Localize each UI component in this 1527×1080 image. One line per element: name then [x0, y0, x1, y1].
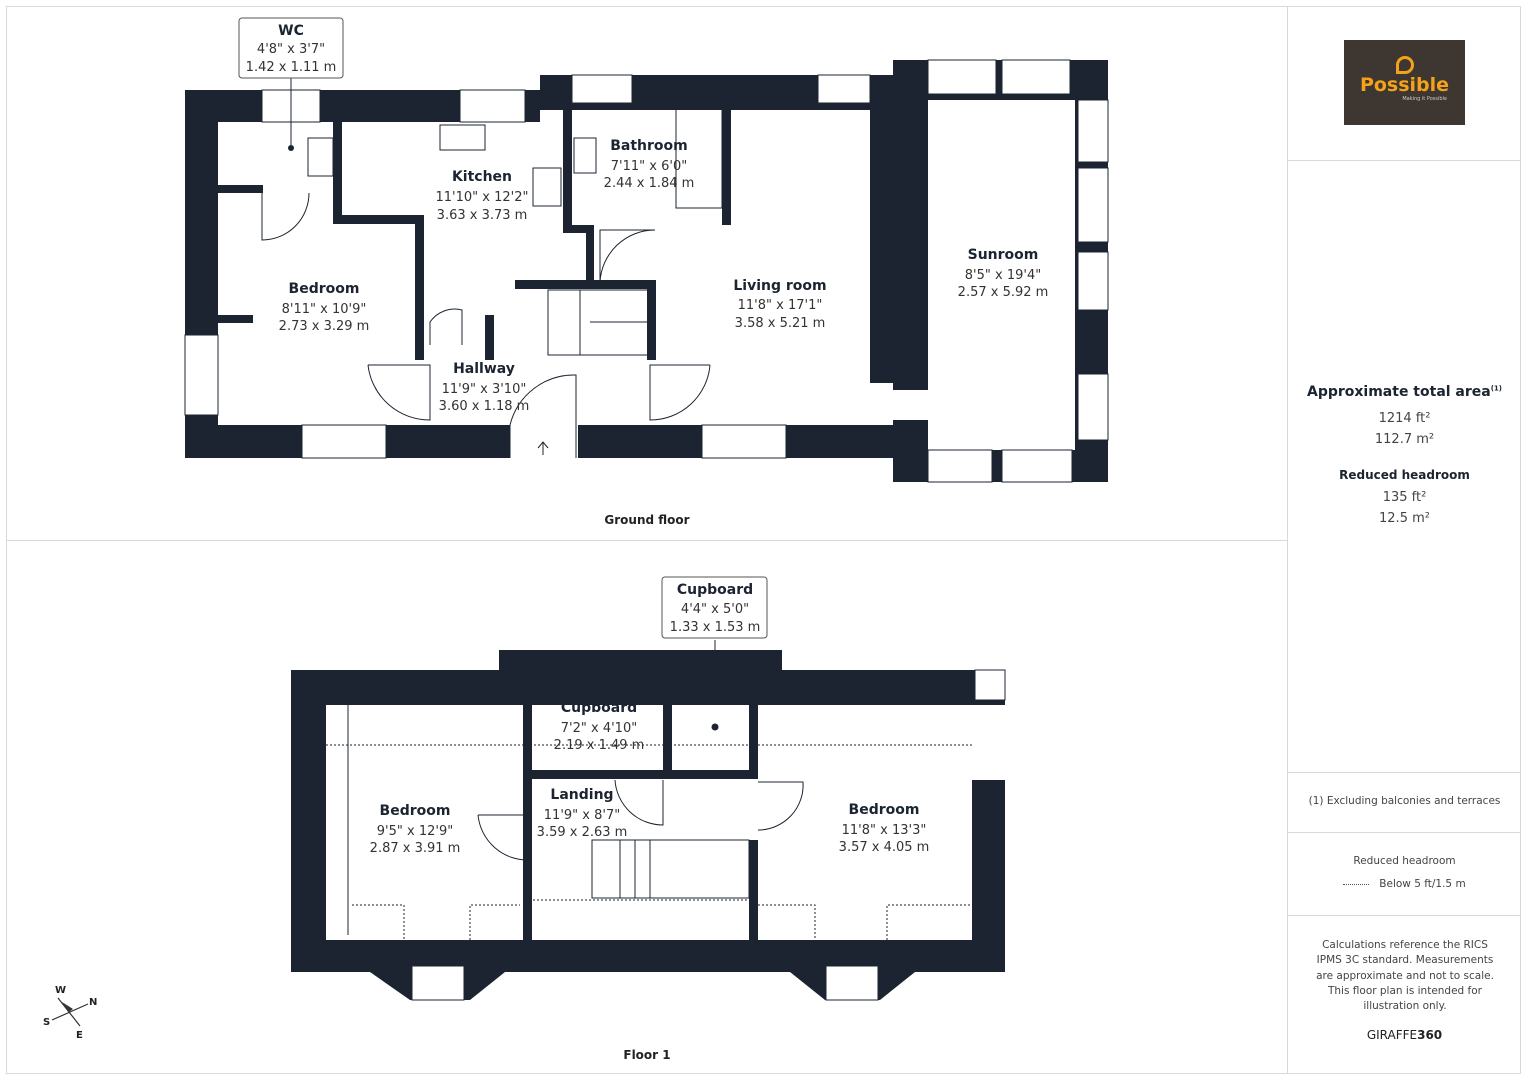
svg-text:9'5" x 12'9": 9'5" x 12'9" [377, 824, 453, 839]
room-label-living-room: Living room 11'8" x 17'1" 3.58 x 5.21 m [733, 278, 826, 331]
ground-floor-walls [184, 59, 1109, 483]
svg-text:7'2" x 4'10": 7'2" x 4'10" [561, 721, 637, 736]
room-label-bedroom-right: Bedroom 11'8" x 13'3" 3.57 x 4.05 m [839, 802, 930, 855]
legend-item: Below 5 ft/1.5 m [1288, 878, 1521, 890]
sidebar-divider-2 [1288, 772, 1521, 773]
total-area-ft: 1214 ft² [1378, 411, 1431, 426]
svg-text:E: E [76, 1030, 83, 1041]
svg-text:8'5" x 19'4": 8'5" x 19'4" [965, 268, 1041, 283]
room-label-landing: Landing 11'9" x 8'7" 3.59 x 2.63 m [537, 787, 628, 840]
svg-text:Kitchen: Kitchen [452, 169, 512, 185]
sidebar-divider-4 [1288, 915, 1521, 916]
svg-text:Bedroom: Bedroom [380, 803, 451, 819]
svg-text:2.44 x 1.84 m: 2.44 x 1.84 m [604, 176, 695, 191]
reduced-headroom-ft: 135 ft² [1382, 490, 1427, 505]
room-label-bathroom: Bathroom 7'11" x 6'0" 2.44 x 1.84 m [604, 138, 695, 191]
total-area-m: 112.7 m² [1374, 432, 1435, 447]
svg-text:S: S [43, 1017, 50, 1028]
brand-logo: Possible Making it Possible [1344, 40, 1465, 125]
dotted-line-icon [1343, 883, 1370, 885]
svg-text:Landing: Landing [550, 787, 613, 803]
floor-1-walls [288, 60, 1006, 1001]
logo-text: Possible [1359, 74, 1450, 96]
svg-text:11'9" x 8'7": 11'9" x 8'7" [544, 808, 620, 823]
svg-text:Living room: Living room [733, 278, 826, 294]
svg-text:N: N [89, 997, 97, 1008]
room-label-cupboard-1: Cupboard 4'4" x 5'0" 1.33 x 1.53 m [661, 576, 768, 639]
floor-label-ground: Ground floor [604, 513, 689, 527]
svg-text:1.33 x 1.53 m: 1.33 x 1.53 m [670, 620, 761, 635]
floor-divider [6, 540, 1287, 541]
giraffe360-credit: GIRAFFE360 [1366, 1028, 1443, 1042]
svg-text:Bedroom: Bedroom [289, 281, 360, 297]
svg-text:8'11" x 10'9": 8'11" x 10'9" [282, 302, 367, 317]
svg-text:2.57 x 5.92 m: 2.57 x 5.92 m [958, 285, 1049, 300]
svg-text:11'8" x 17'1": 11'8" x 17'1" [738, 298, 823, 313]
svg-text:Cupboard: Cupboard [561, 700, 637, 716]
floor-label-floor-1: Floor 1 [623, 1048, 670, 1062]
room-label-bedroom-left: Bedroom 9'5" x 12'9" 2.87 x 3.91 m [370, 803, 461, 856]
reduced-headroom-title: Reduced headroom [1339, 468, 1470, 482]
svg-text:3.58 x 5.21 m: 3.58 x 5.21 m [735, 316, 826, 331]
compass-icon: W N S E [43, 985, 97, 1041]
svg-text:Bathroom: Bathroom [610, 138, 688, 154]
svg-text:1.42 x 1.11 m: 1.42 x 1.11 m [246, 60, 337, 75]
svg-text:Cupboard: Cupboard [677, 582, 753, 598]
svg-text:11'9" x 3'10": 11'9" x 3'10" [442, 382, 527, 397]
logo-pin-icon [1395, 56, 1414, 74]
room-label-kitchen: Kitchen 11'10" x 12'2" 3.63 x 3.73 m [436, 169, 529, 223]
sidebar-divider [1287, 6, 1288, 1074]
room-label-hallway: Hallway 11'9" x 3'10" 3.60 x 1.18 m [439, 361, 530, 414]
svg-text:Sunroom: Sunroom [968, 247, 1039, 263]
svg-text:4'4" x 5'0": 4'4" x 5'0" [681, 602, 749, 617]
reduced-headroom-m: 12.5 m² [1379, 511, 1430, 526]
disclaimer: Calculations reference the RICS IPMS 3C … [1316, 939, 1494, 1013]
room-label-bedroom: Bedroom 8'11" x 10'9" 2.73 x 3.29 m [279, 281, 370, 334]
svg-text:3.59 x 2.63 m: 3.59 x 2.63 m [537, 825, 628, 840]
sidebar-divider-1 [1288, 160, 1521, 161]
svg-text:2.73 x 3.29 m: 2.73 x 3.29 m [279, 319, 370, 334]
room-label-sunroom: Sunroom 8'5" x 19'4" 2.57 x 5.92 m [958, 247, 1049, 300]
sidebar-divider-3 [1288, 832, 1521, 833]
svg-text:Bedroom: Bedroom [849, 802, 920, 818]
svg-text:11'8" x 13'3": 11'8" x 13'3" [842, 823, 927, 838]
svg-text:W: W [55, 985, 66, 996]
svg-text:WC: WC [278, 23, 304, 39]
room-label-wc: WC 4'8" x 3'7" 1.42 x 1.11 m [238, 17, 344, 79]
svg-text:2.19 x 1.49 m: 2.19 x 1.49 m [554, 738, 645, 753]
logo-tagline: Making it Possible [1402, 96, 1447, 102]
svg-text:11'10" x 12'2": 11'10" x 12'2" [436, 190, 529, 205]
total-area-title: Approximate total area(1) [1306, 384, 1503, 400]
legend-title: Reduced headroom [1353, 855, 1456, 867]
svg-text:7'11" x 6'0": 7'11" x 6'0" [611, 159, 687, 174]
svg-text:Hallway: Hallway [453, 361, 515, 377]
footnote: (1) Excluding balconies and terraces [1308, 795, 1501, 807]
room-label-cupboard-2: Cupboard 7'2" x 4'10" 2.19 x 1.49 m [554, 700, 645, 753]
svg-text:2.87 x 3.91 m: 2.87 x 3.91 m [370, 841, 461, 856]
svg-text:3.57 x 4.05 m: 3.57 x 4.05 m [839, 840, 930, 855]
svg-text:4'8" x 3'7": 4'8" x 3'7" [257, 42, 325, 57]
svg-text:3.63 x 3.73 m: 3.63 x 3.73 m [437, 208, 528, 223]
svg-text:3.60 x 1.18 m: 3.60 x 1.18 m [439, 399, 530, 414]
